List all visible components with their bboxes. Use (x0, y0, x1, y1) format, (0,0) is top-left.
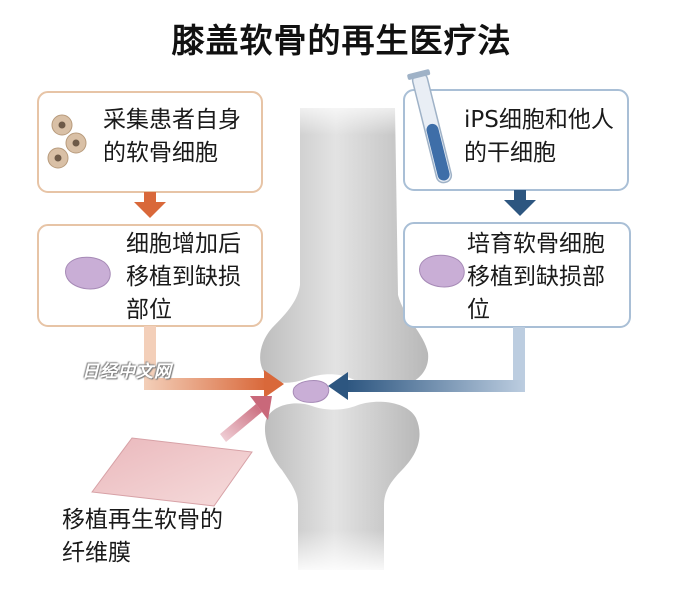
blue-path-arrow (328, 327, 525, 400)
watermark: 日经中文网 (82, 362, 172, 382)
membrane-caption: 移植再生软骨的 纤维膜 (62, 507, 223, 566)
left-down-arrow (134, 192, 166, 218)
right-down-arrow (504, 190, 536, 216)
cartilage-graft-icon (292, 380, 330, 403)
cartilage-cell-icon-left (65, 256, 111, 290)
left-bottom-label: 细胞增加后 移植到缺损 部位 (126, 231, 241, 323)
page-title: 膝盖软骨的再生医疗法 (171, 21, 512, 60)
pink-diagonal-arrow (220, 396, 272, 442)
cartilage-cell-icon-right (419, 254, 465, 288)
right-top-label: iPS细胞和他人 的干细胞 (464, 107, 614, 166)
tibia-bone-icon (264, 401, 420, 575)
orange-path-arrow (144, 326, 284, 398)
test-tube-icon (407, 69, 453, 184)
femur-bone-icon (260, 95, 429, 389)
left-top-label: 采集患者自身 的软骨细胞 (103, 107, 241, 166)
fibrous-membrane-icon (91, 437, 253, 507)
right-bottom-label: 培育软骨细胞 移植到缺损部 位 (467, 231, 605, 323)
cell-cluster-icon (47, 114, 87, 169)
